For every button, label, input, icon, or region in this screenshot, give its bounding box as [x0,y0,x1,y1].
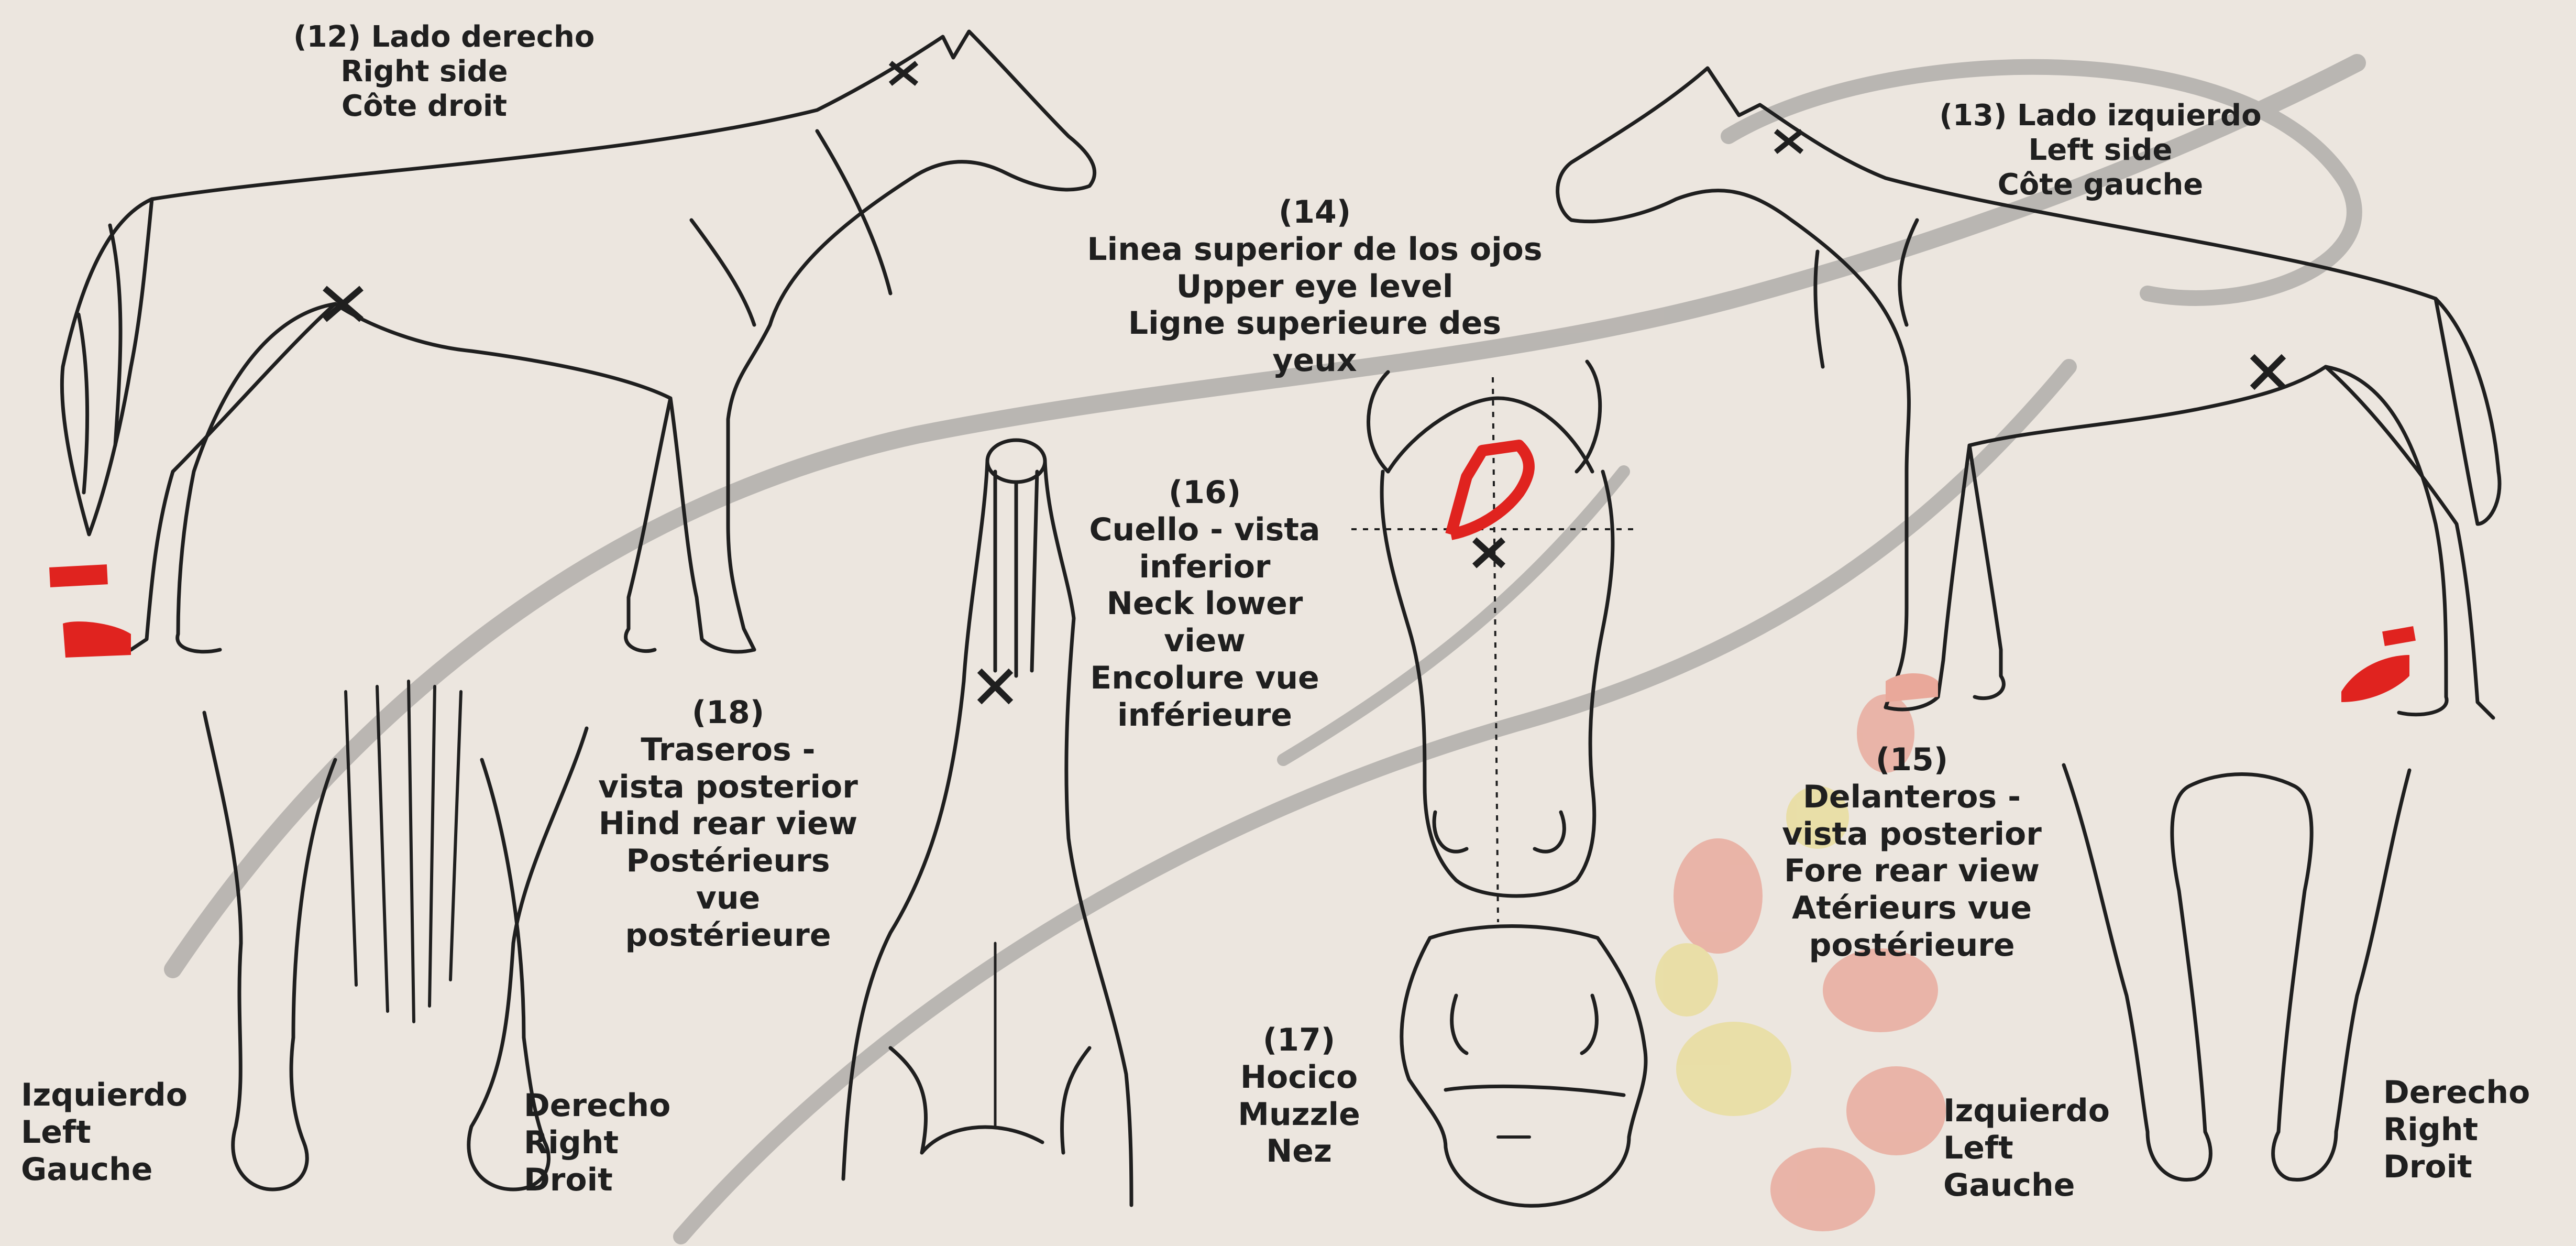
label-hind: (18) Traseros - vista posterior Hind rea… [545,694,911,954]
label-hind-left: Izquierdo Left Gauche [21,1077,188,1188]
muzzle-line-3: Muzzle [1236,1096,1362,1133]
fore-line-5: Atérieurs vue [1739,890,2085,927]
muzzle-line-4: Nez [1236,1133,1362,1170]
label-left-side: (13) Lado izquierdo Left side Côte gauch… [1938,99,2263,202]
fore-right-line-3: Droit [2383,1149,2530,1186]
fore-line-6: postérieure [1739,927,2085,964]
neck-line-4: Neck lower [1058,585,1351,622]
label-hind-right: Derecho Right Droit [524,1087,670,1198]
fore-left-line-1: Izquierdo [1943,1092,2110,1130]
hind-line-5: Postérieurs [545,843,911,880]
left-side-line-2: Left side [1938,133,2263,168]
fore-line-3: vista posterior [1739,816,2085,853]
eye-level-line-5: yeux [1027,342,1603,379]
neck-line-2: Cuello - vista [1058,511,1351,549]
neck-line-7: inférieure [1058,697,1351,734]
fore-line-4: Fore rear view [1739,852,2085,890]
hind-right-line-2: Right [524,1124,670,1162]
hind-left-line-1: Izquierdo [21,1077,188,1114]
hind-right-line-3: Droit [524,1162,670,1199]
fore-left-line-3: Gauche [1943,1167,2110,1204]
eye-level-line-3: Upper eye level [1027,268,1603,305]
label-fore-left: Izquierdo Left Gauche [1943,1092,2110,1204]
hind-line-1: (18) [545,694,911,731]
hind-left-line-2: Left [21,1114,188,1151]
hind-right-line-1: Derecho [524,1087,670,1124]
neck-line-1: (16) [1058,474,1351,511]
label-neck: (16) Cuello - vista inferior Neck lower … [1058,474,1351,734]
label-right-side: (12) Lado derecho Right side Côte droit [293,20,555,124]
eye-level-line-2: Linea superior de los ojos [1027,231,1603,268]
hind-line-7: postérieure [545,917,911,954]
fore-line-2: Delanteros - [1739,779,2085,816]
hind-line-2: Traseros - [545,731,911,769]
hind-line-6: vue [545,880,911,917]
fore-right-line-2: Right [2383,1111,2530,1149]
eye-level-line-1: (14) [1027,194,1603,231]
right-side-line-3: Côte droit [293,89,555,124]
fore-right-line-1: Derecho [2383,1074,2530,1111]
neck-line-3: inferior [1058,549,1351,586]
hind-line-4: Hind rear view [545,805,911,843]
muzzle-line-1: (17) [1236,1022,1362,1059]
right-side-line-1: (12) Lado derecho [293,20,555,54]
neck-line-6: Encolure vue [1058,660,1351,697]
hind-left-line-3: Gauche [21,1151,188,1188]
label-fore-right: Derecho Right Droit [2383,1074,2530,1185]
left-side-line-3: Côte gauche [1938,168,2263,202]
fore-line-1: (15) [1739,741,2085,779]
label-eye-level: (14) Linea superior de los ojos Upper ey… [1027,194,1603,379]
right-side-line-2: Right side [293,54,555,89]
neck-line-5: view [1058,622,1351,660]
fore-left-line-2: Left [1943,1130,2110,1167]
left-side-line-1: (13) Lado izquierdo [1938,99,2263,133]
hind-line-3: vista posterior [545,769,911,806]
label-muzzle: (17) Hocico Muzzle Nez [1236,1022,1362,1170]
label-fore: (15) Delanteros - vista posterior Fore r… [1739,741,2085,964]
eye-level-line-4: Ligne superieure des [1027,305,1603,342]
muzzle-line-2: Hocico [1236,1059,1362,1096]
